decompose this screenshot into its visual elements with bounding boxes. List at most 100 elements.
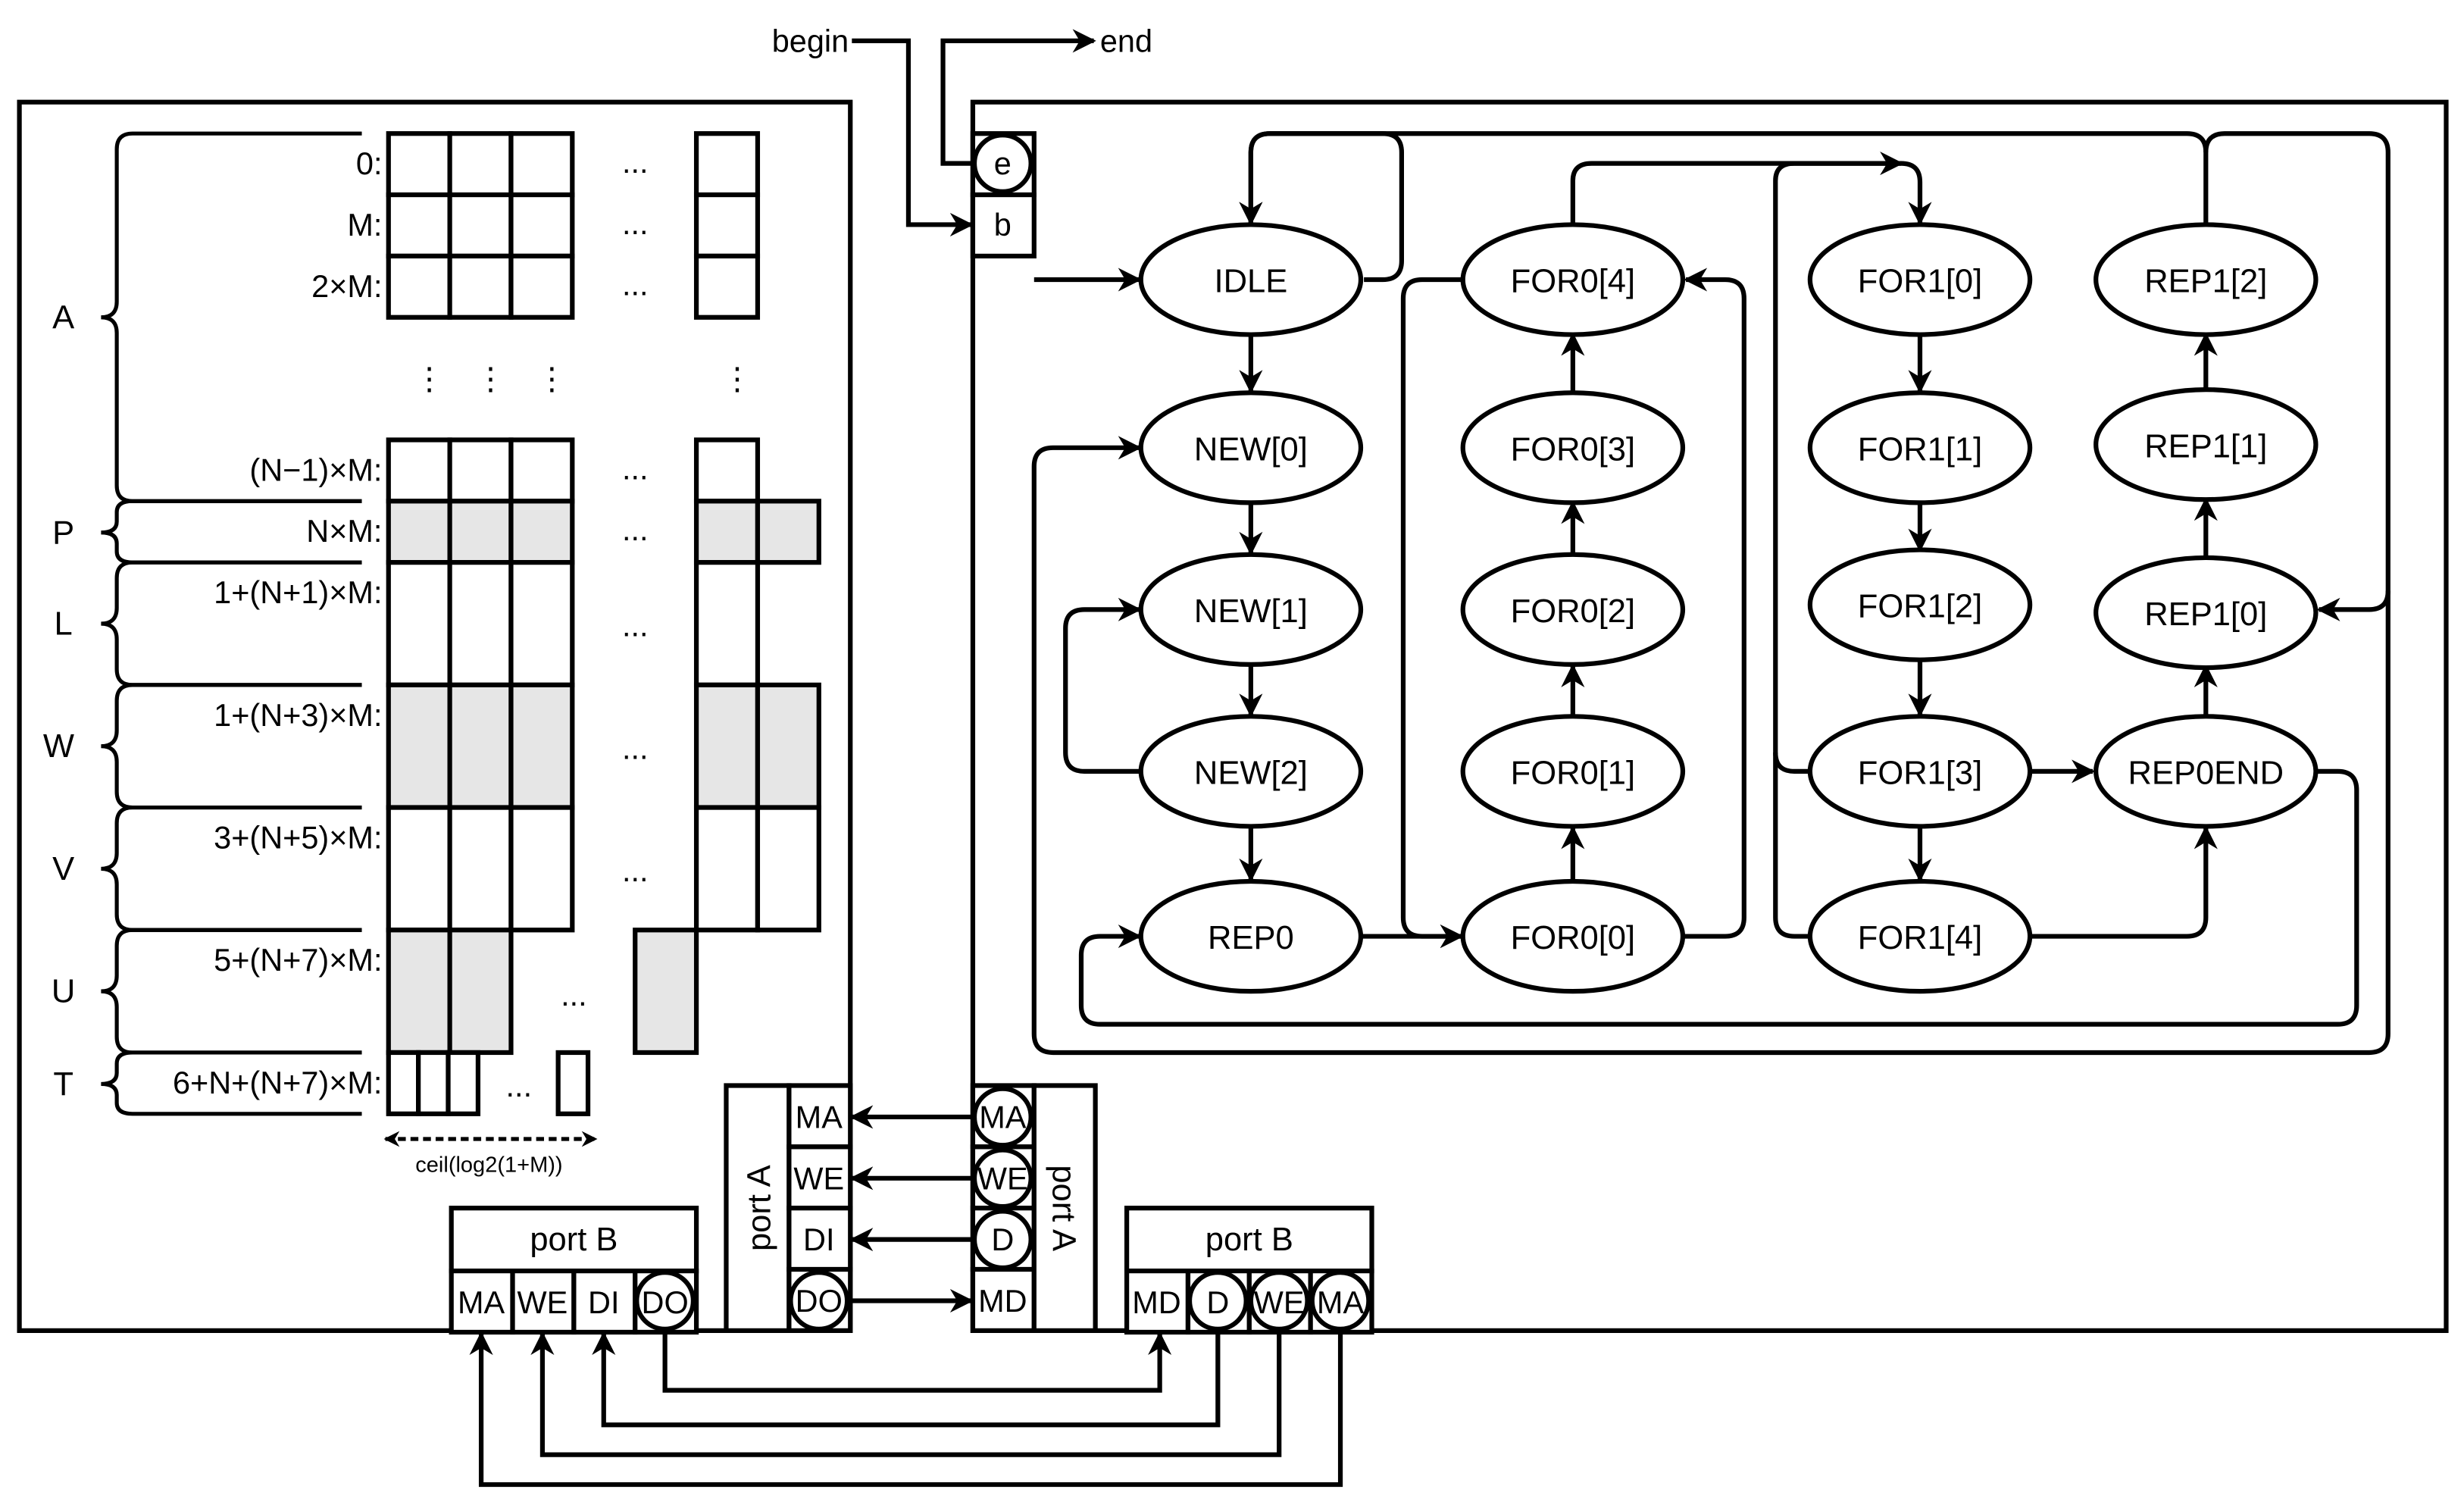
edge-for13-for10 xyxy=(1773,152,1904,774)
row-label-w: 1+(N+3)×M: xyxy=(214,697,382,733)
state-for10: FOR1[0] xyxy=(1807,222,2033,337)
brace-u xyxy=(101,928,362,1055)
state-for14: FOR1[4] xyxy=(1807,878,2033,994)
state-new2: NEW[2] xyxy=(1138,714,1364,829)
memory-port-a-pin-we: WE xyxy=(793,1160,844,1196)
memory-port-a-pin-do: DO xyxy=(796,1283,843,1319)
ellipsis-row-0: ... xyxy=(622,144,649,180)
row-label-p: N×M: xyxy=(306,513,382,549)
fsm-port-b-pin-we: WE xyxy=(1254,1284,1305,1320)
vellipsis-col-2: ⋮ xyxy=(536,361,568,396)
edge-for04-for10 xyxy=(1570,161,1932,226)
vellipsis-col-last: ⋮ xyxy=(721,361,752,396)
state-rep11-label: REP1[1] xyxy=(2144,428,2267,465)
ellipsis-row-2: ... xyxy=(622,267,649,302)
edge-rep12-rep10 xyxy=(2203,131,2391,621)
memory-port-b-title: port B xyxy=(530,1222,618,1258)
brace-t xyxy=(101,1050,362,1116)
state-idle-label: IDLE xyxy=(1215,264,1288,300)
end-label: end xyxy=(1100,23,1152,58)
begin-arrow xyxy=(852,38,974,236)
state-for12: FOR1[2] xyxy=(1807,547,2033,662)
ellipsis-row-n1: ... xyxy=(622,450,649,486)
group-label-v: V xyxy=(52,851,74,887)
brace-v xyxy=(101,805,362,932)
fsm-port-b-pin-ma: MA xyxy=(1317,1284,1365,1320)
state-rep10: REP1[0] xyxy=(2093,555,2319,671)
row-label-a2: 2×M: xyxy=(311,268,382,304)
row-label-a3: (N−1)×M: xyxy=(249,452,382,487)
fsm-port-a: port A MA WE D MD xyxy=(970,1083,1098,1333)
width-dimension-label: ceil(log2(1+M)) xyxy=(415,1153,562,1178)
memory-port-b: port B MA WE DI DO xyxy=(449,1206,699,1335)
fsm-port-a-title: port A xyxy=(1046,1165,1082,1251)
wire-port-b-do xyxy=(662,1328,1172,1393)
state-for13: FOR1[3] xyxy=(1807,714,2033,829)
state-rep0: REP0 xyxy=(1138,878,1364,994)
state-new0: NEW[0] xyxy=(1138,390,1364,505)
state-for00-label: FOR0[0] xyxy=(1511,920,1635,956)
state-for04: FOR0[4] xyxy=(1460,222,1686,337)
begin-label: begin xyxy=(772,23,849,58)
group-label-l: L xyxy=(55,606,73,643)
ellipsis-row-t: ... xyxy=(506,1068,533,1103)
fsm-control-pins: e b xyxy=(970,131,1037,259)
ellipsis-row-1: ... xyxy=(622,205,649,241)
group-label-p: P xyxy=(52,515,74,551)
row-label-u: 5+(N+7)×M: xyxy=(214,942,382,978)
edge-new2-new1 xyxy=(1063,597,1142,774)
vellipsis-col-1: ⋮ xyxy=(475,361,506,396)
vellipsis-col-0: ⋮ xyxy=(414,361,445,396)
fsm-port-b-pin-d: D xyxy=(1206,1284,1229,1320)
group-label-u: U xyxy=(52,974,75,1010)
memory-cell-grid xyxy=(386,131,821,1116)
fsm-port-a-pin-we: WE xyxy=(977,1160,1028,1196)
state-for13-label: FOR1[3] xyxy=(1858,755,1982,791)
edge-for00-for04 xyxy=(1682,268,1746,939)
memory-port-b-pin-ma: MA xyxy=(458,1284,505,1320)
memory-port-b-pin-di: DI xyxy=(588,1284,619,1320)
state-rep10-label: REP1[0] xyxy=(2144,596,2267,633)
row-label-t: 6+N+(N+7)×M: xyxy=(173,1065,382,1100)
state-for03: FOR0[3] xyxy=(1460,390,1686,505)
fsm-port-a-pin-ma: MA xyxy=(979,1099,1027,1134)
brace-p xyxy=(101,499,362,565)
wire-port-b-ma xyxy=(469,1328,1343,1488)
state-for10-label: FOR1[0] xyxy=(1858,264,1982,300)
state-rep12: REP1[2] xyxy=(2093,222,2319,337)
state-for01: FOR0[1] xyxy=(1460,714,1686,829)
edge-outer-new0 xyxy=(1031,436,2391,1056)
memory-port-b-pin-do: DO xyxy=(642,1284,689,1320)
pin-e: e xyxy=(994,145,1012,181)
brace-w xyxy=(101,683,362,810)
memory-port-a-pin-di: DI xyxy=(803,1222,834,1257)
state-new1-label: NEW[1] xyxy=(1194,593,1308,630)
wire-port-b-we xyxy=(530,1328,1282,1457)
wire-port-b-d xyxy=(592,1328,1221,1428)
state-rep12-label: REP1[2] xyxy=(2144,264,2267,300)
state-for02: FOR0[2] xyxy=(1460,552,1686,668)
fsm-states: IDLE NEW[0] NEW[1] NEW[2] REP0 FOR0[4] F… xyxy=(1138,222,2319,994)
state-rep0-label: REP0 xyxy=(1208,920,1294,956)
state-for00: FOR0[0] xyxy=(1460,878,1686,994)
state-new0-label: NEW[0] xyxy=(1194,431,1308,468)
brace-l xyxy=(101,560,362,687)
row-label-a1: M: xyxy=(347,207,382,242)
memory-port-a-title: port A xyxy=(742,1165,778,1251)
state-new1: NEW[1] xyxy=(1138,552,1364,668)
state-idle: IDLE xyxy=(1138,222,1364,337)
memory-port-a: port A MA WE DI DO xyxy=(724,1083,853,1333)
group-label-a: A xyxy=(52,299,74,336)
state-for12-label: FOR1[2] xyxy=(1858,589,1982,625)
memory-port-b-pin-we: WE xyxy=(518,1284,568,1320)
state-rep0end: REP0END xyxy=(2093,714,2319,829)
edge-rep0end-rep0 xyxy=(1078,768,2359,1027)
edge-for14-rep0end xyxy=(2031,825,2218,939)
fsm-port-a-pin-md: MD xyxy=(978,1283,1027,1319)
state-rep0end-label: REP0END xyxy=(2128,755,2284,791)
state-for03-label: FOR0[3] xyxy=(1511,431,1635,468)
state-for11: FOR1[1] xyxy=(1807,390,2033,505)
state-for04-label: FOR0[4] xyxy=(1511,264,1635,300)
state-rep11: REP1[1] xyxy=(2093,387,2319,502)
